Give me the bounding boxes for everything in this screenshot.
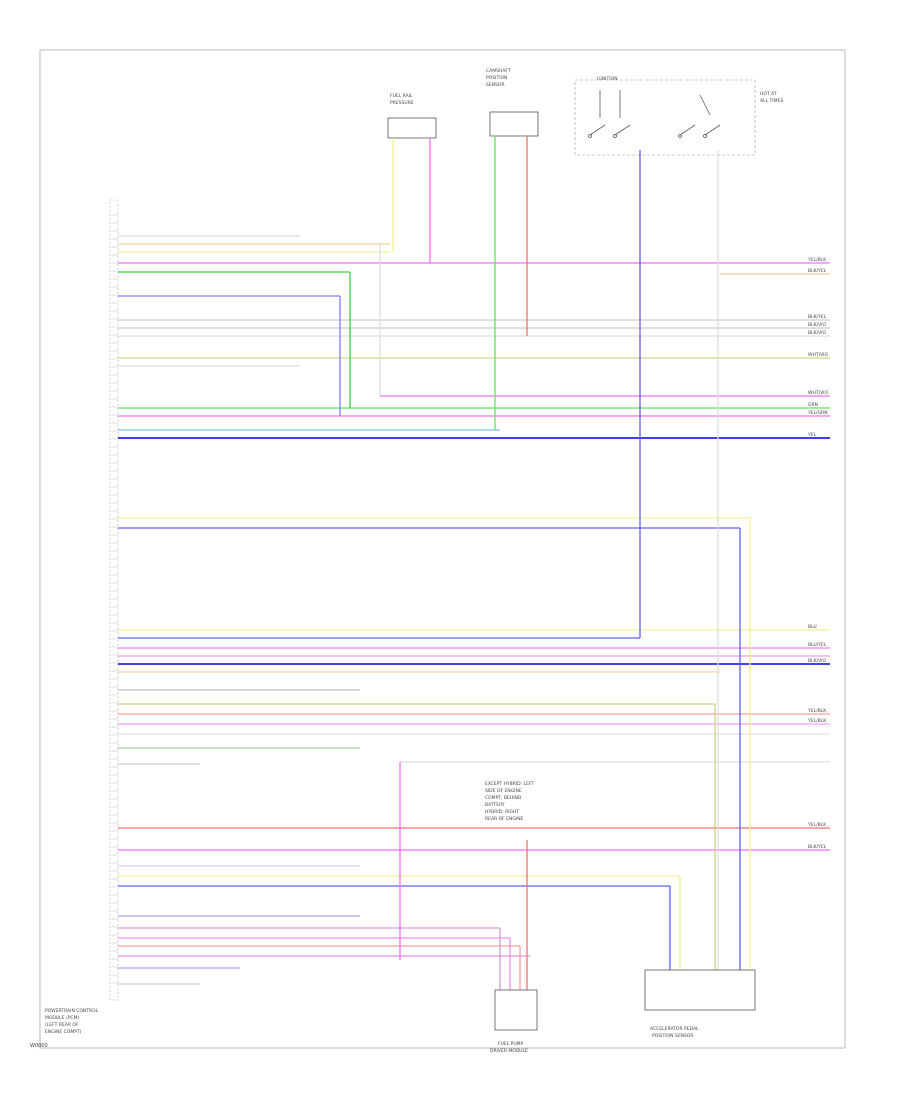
note-line: REAR OF ENGINE	[485, 816, 524, 822]
fuel-pump-label-2: DRIVER MODULE	[490, 1048, 528, 1054]
note-line: BATTERY	[485, 802, 505, 808]
ignition-switch-box	[574, 79, 756, 156]
ignition-switch-contacts	[588, 90, 721, 138]
wire-color-label: YEL/GRN	[807, 410, 828, 416]
fuel-rail-label-2: PRESSURE	[390, 100, 414, 106]
wire-color-label: BLK/VIO	[808, 330, 826, 336]
cam-label: CAMSHAFT	[486, 68, 511, 74]
wire-color-label: YEL	[807, 432, 817, 438]
pcm-label: ENGINE COMPT)	[45, 1029, 82, 1035]
wire-color-label: WHT/VIO	[808, 352, 829, 358]
wire-color-label: BLU	[808, 624, 817, 630]
wire-color-label: BLK/VIO	[808, 658, 826, 664]
fuel-rail-pressure-sensor	[387, 117, 437, 139]
wire-color-label: BLK/YEL	[808, 314, 827, 320]
wire-color-label: BLU/YEL	[808, 642, 827, 648]
fuse-label: HOT AT	[760, 91, 777, 97]
note-line: SIDE OF ENGINE	[485, 788, 522, 794]
cam-label-2: POSITION	[486, 75, 507, 81]
wire-color-label: YEL/BLK	[807, 822, 827, 828]
note-line: COMPT, BEHIND	[485, 795, 522, 801]
fuel-pump-module-box	[494, 989, 538, 1031]
wires	[118, 235, 830, 985]
fuse-label-2: ALL TIMES	[760, 98, 783, 104]
wire-color-label: YEL/BLK	[807, 718, 827, 724]
pcm-label: POWERTRAIN CONTROL	[45, 1008, 99, 1014]
accel-label: ACCELERATOR PEDAL	[650, 1026, 699, 1032]
note-line: EXCEPT HYBRID: LEFT	[485, 781, 534, 787]
fuel-pump-label: FUEL PUMP	[498, 1041, 524, 1047]
vertical-wires	[339, 136, 751, 990]
fuel-rail-label: FUEL RAIL	[390, 93, 413, 99]
wire-color-label: BLK/VIO	[808, 322, 826, 328]
diagram-code: W0000	[30, 1043, 48, 1049]
wire-color-label: YEL/BLK	[807, 257, 827, 263]
accel-label-2: POSITION SENSOR	[652, 1033, 693, 1039]
pcm-label: (LEFT REAR OF	[45, 1022, 79, 1028]
wire-color-label: WHT/VIO	[808, 390, 829, 396]
wire-color-label: BLK/YEL	[808, 844, 827, 850]
note-line: HYBRID: RIGHT	[485, 809, 519, 815]
accelerator-pedal-box	[644, 969, 756, 1011]
pcm-label: MODULE (PCM)	[45, 1015, 79, 1021]
ign-label: IGNITION	[597, 76, 618, 82]
diagram-frame	[39, 49, 846, 1049]
cam-position-sensor	[489, 111, 539, 137]
cam-label-3: SENSOR	[486, 82, 505, 88]
pcm-pin-labels	[112, 214, 118, 984]
wire-color-label: GRN	[808, 402, 818, 408]
wire-color-label: YEL/BLK	[807, 708, 827, 714]
pcm-connector	[109, 199, 119, 1001]
wire-color-label: BLK/YEL	[808, 268, 827, 274]
